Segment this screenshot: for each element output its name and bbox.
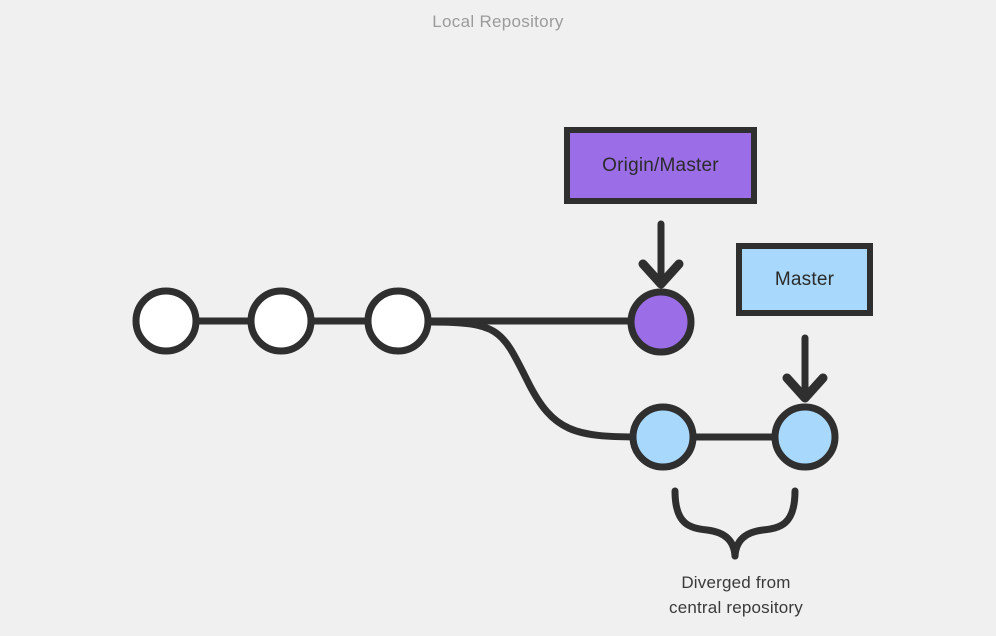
commit-local-1[interactable] xyxy=(629,403,697,471)
diverged-caption: Diverged from central repository xyxy=(605,570,867,620)
branch-diverge-curve xyxy=(426,318,644,441)
commit-origin-head[interactable] xyxy=(627,288,695,356)
commit-local-2[interactable] xyxy=(771,403,839,471)
master-box[interactable]: Master xyxy=(736,243,873,316)
origin-master-box[interactable]: Origin/Master xyxy=(564,127,757,204)
origin-master-label: Origin/Master xyxy=(602,154,719,176)
commit-main-1[interactable] xyxy=(132,287,200,355)
diverged-caption-line-1: Diverged from xyxy=(681,573,791,592)
master-label: Master xyxy=(774,268,835,290)
diverged-brace xyxy=(671,487,799,560)
commit-main-3[interactable] xyxy=(364,287,432,355)
commit-main-2[interactable] xyxy=(247,287,315,355)
diverged-caption-line-2: central repository xyxy=(669,598,803,617)
arrow-down-icon-origin-master xyxy=(638,220,684,289)
arrow-down-icon-master xyxy=(782,334,828,403)
page-title: Local Repository xyxy=(432,12,564,31)
